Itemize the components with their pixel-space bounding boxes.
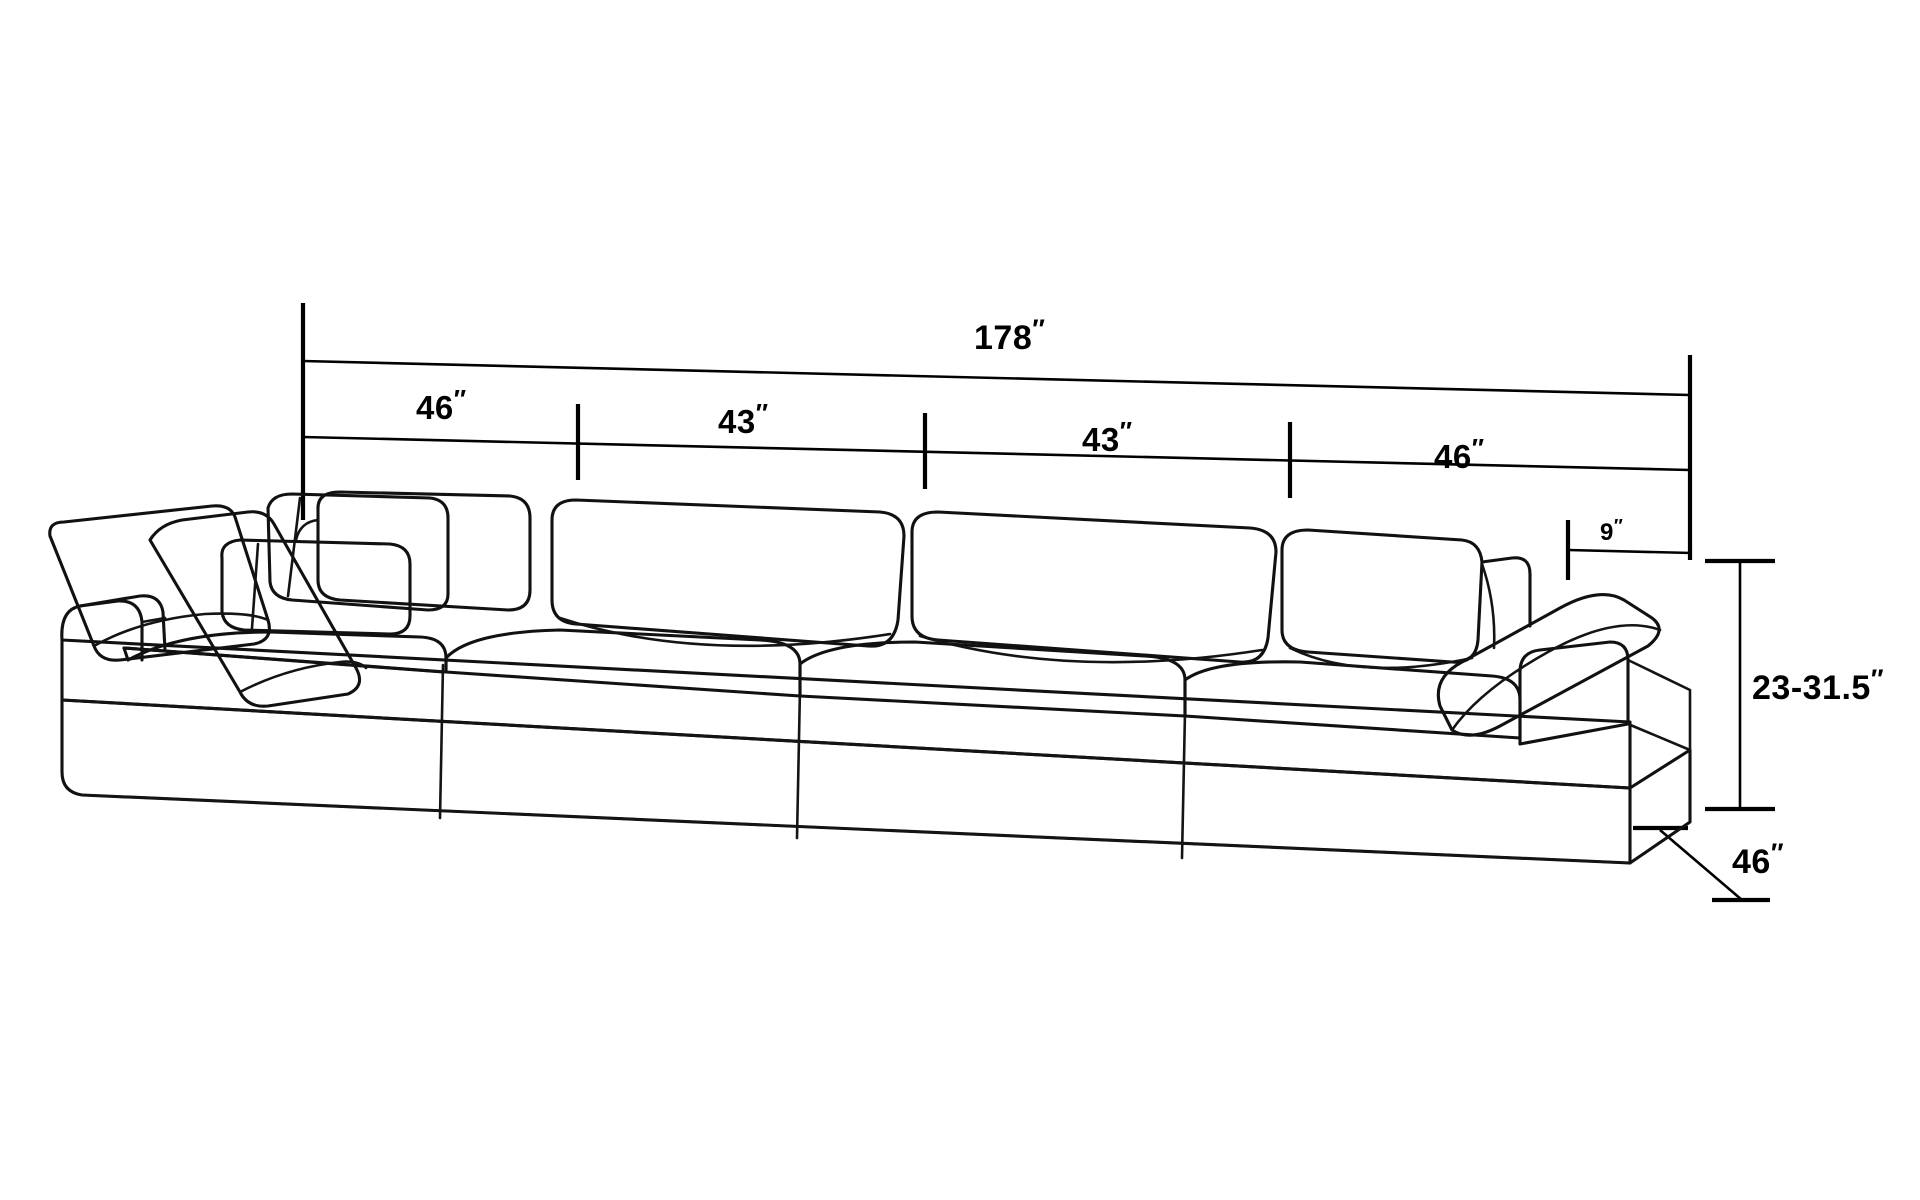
seat-cushion-2 <box>444 628 802 698</box>
sofa-illustration <box>48 490 1692 865</box>
right-bolster-fold <box>1450 624 1662 732</box>
left-arm-inner-edge <box>140 616 167 624</box>
throw-pillow-diagonal-fold <box>238 660 368 694</box>
dimension-line-depth <box>1659 829 1743 901</box>
right-arm-side-edge <box>1626 722 1692 752</box>
label-depth: 46″ <box>1732 838 1784 882</box>
dimension-line-arm-width <box>1567 548 1693 555</box>
back-cushion-3-base-curve <box>918 634 1264 664</box>
back-cushion-1 <box>316 490 532 612</box>
back-cushion-4-base-curve <box>1288 646 1474 670</box>
right-arm-front-edge <box>1626 658 1692 752</box>
height-dimension-group <box>1705 558 1775 812</box>
dimension-line-overall-width <box>302 359 1691 397</box>
right-arm-outer <box>1518 640 1630 746</box>
right-arm-top <box>1518 648 1542 702</box>
throw-pillow-lumbar <box>220 538 412 636</box>
label-height-range: 23-31.5″ <box>1752 664 1884 708</box>
label-module-width-3: 43″ <box>1082 418 1133 458</box>
label-module-width-2: 43″ <box>718 400 769 440</box>
throw-pillow-standing-seam <box>286 496 302 598</box>
top-dimension-group <box>300 303 1693 580</box>
sofa-base-bottom-edge <box>80 793 1632 865</box>
dimension-line-modules <box>302 435 1691 472</box>
throw-pillow-lumbar-seam <box>250 542 260 630</box>
back-rail-right <box>1480 556 1532 628</box>
module-seam-3 <box>1180 710 1187 860</box>
sofa-base-front <box>60 698 1632 865</box>
back-cushion-4 <box>1280 528 1484 664</box>
back-cushion-2-base-curve <box>558 616 892 648</box>
module-seam-1 <box>438 663 445 820</box>
back-cushion-2 <box>550 498 906 648</box>
seat-base-divider <box>60 698 1632 790</box>
label-module-width-4: 46″ <box>1434 435 1485 475</box>
back-cushion-3 <box>910 510 1278 664</box>
label-overall-width: 178″ <box>974 314 1045 358</box>
left-arm-top-plane <box>78 594 167 652</box>
sofa-base-right-side <box>1628 748 1692 865</box>
back-rail-left <box>294 518 320 542</box>
seat-cushion-3 <box>798 640 1187 718</box>
label-module-width-1: 46″ <box>416 386 467 426</box>
label-arm-width: 9″ <box>1600 515 1623 546</box>
throw-pillow-standing <box>266 492 450 612</box>
back-seam-right <box>1480 562 1496 650</box>
module-seam-2 <box>795 686 802 840</box>
right-bolster-pillow <box>1436 593 1661 737</box>
throw-pillow-diagonal <box>148 510 362 708</box>
